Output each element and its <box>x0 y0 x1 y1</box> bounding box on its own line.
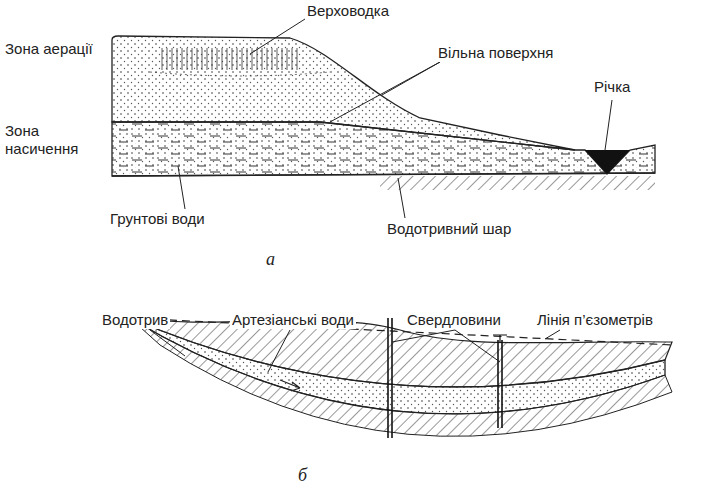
label-text: Артезіанські води <box>230 311 356 329</box>
label-text: Водотрив <box>100 311 170 329</box>
label-text: Річка <box>592 78 632 96</box>
label-text: Свердловини <box>405 311 503 329</box>
label-text: Верховодка <box>305 2 391 20</box>
label-text: Зона насичення <box>3 122 107 158</box>
label-text: Зона аерації <box>3 40 107 58</box>
label-text: Лінія п’єзометрів <box>535 311 655 329</box>
part-letter: а <box>264 250 277 268</box>
label-text: Грунтові води <box>108 210 207 228</box>
label-text: Водотривний шар <box>385 220 513 238</box>
part-letter: б <box>296 466 309 484</box>
label-text: Вільна поверхня <box>436 44 555 62</box>
